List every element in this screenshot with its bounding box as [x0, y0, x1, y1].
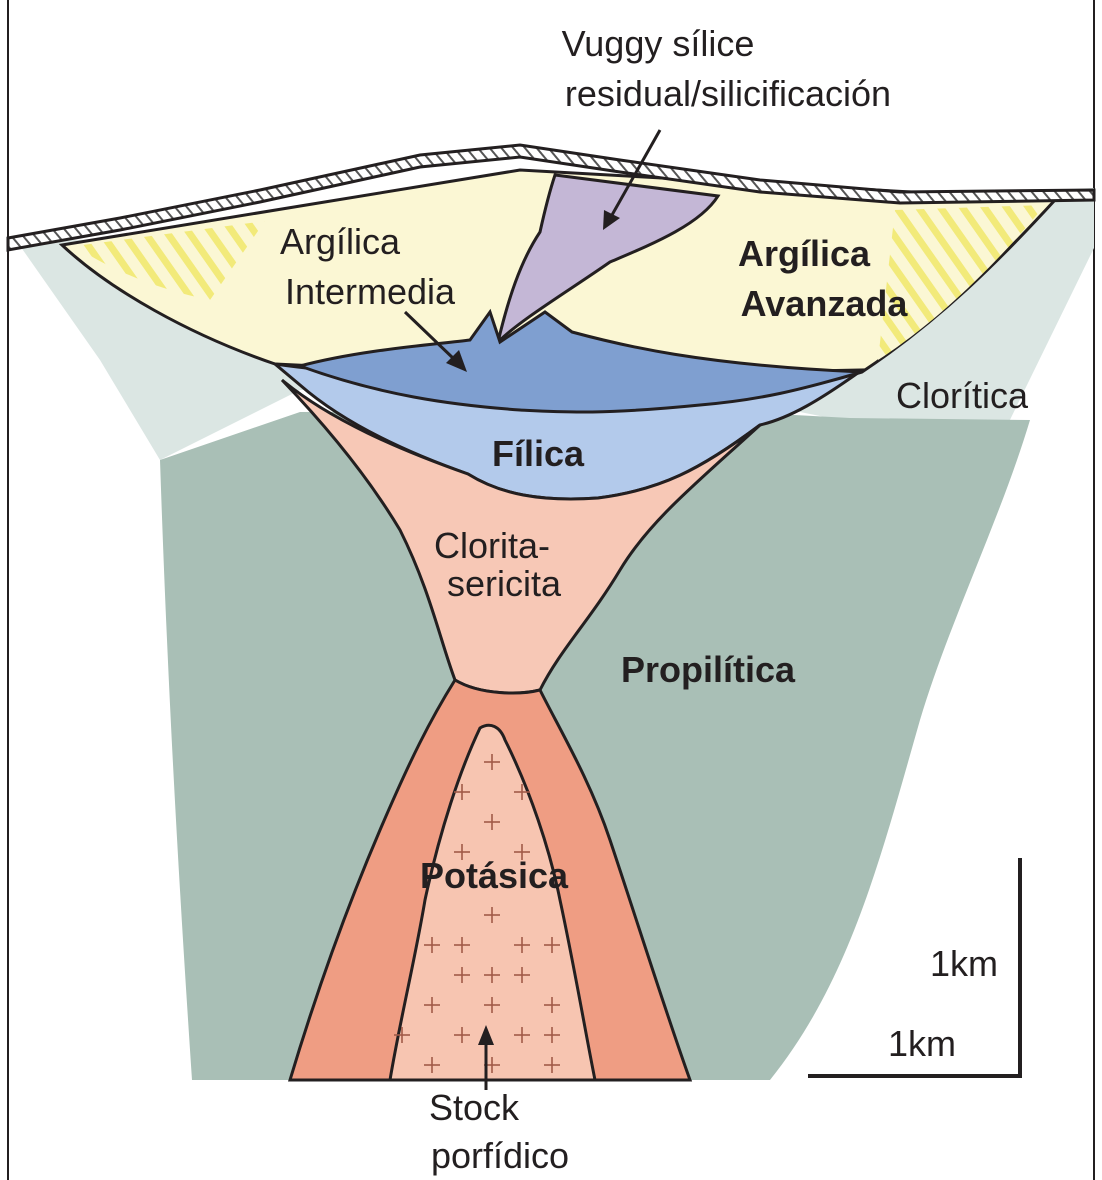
label-stock-1: Stock [429, 1087, 520, 1128]
label-argilica-intermedia-2: Intermedia [285, 271, 456, 312]
label-vuggy-2: residual/silicificación [565, 73, 891, 114]
arrow-stock [478, 1025, 494, 1090]
surface-cover [6, 143, 1096, 252]
label-scale-vertical: 1km [930, 943, 998, 984]
arrow-vuggy [603, 129, 662, 230]
clorita-sericita-zone [280, 378, 762, 695]
label-vuggy-1: Vuggy sílice [562, 23, 755, 64]
label-argilica-avanzada-2: Avanzada [741, 283, 909, 324]
scale-bar [808, 858, 1022, 1078]
label-filica: Fílica [492, 433, 585, 474]
label-argilica-intermedia-1: Argílica [280, 221, 401, 262]
label-clorita-sericita-1: Clorita- [434, 525, 550, 566]
label-scale-horizontal: 1km [888, 1023, 956, 1064]
argilica-intermedia-zone [294, 308, 863, 414]
label-cloritica: Clorítica [896, 375, 1029, 416]
label-propilitica: Propilítica [621, 649, 796, 690]
label-argilica-avanzada-1: Argílica [738, 233, 871, 274]
hatch-left [75, 221, 265, 300]
hatch-right [878, 205, 1045, 360]
stock-porfidico-zone [388, 723, 597, 1082]
label-clorita-sericita-2: sericita [447, 563, 562, 604]
arrow-intermedia [403, 310, 467, 372]
stock-crosses [394, 754, 560, 1073]
label-stock-2: porfídico [431, 1135, 569, 1176]
label-potasica: Potásica [420, 855, 569, 896]
vuggy-silica-zone [495, 173, 721, 347]
